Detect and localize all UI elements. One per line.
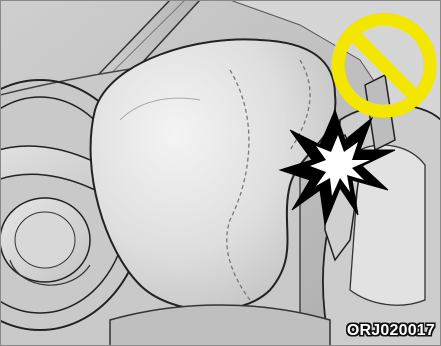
- figure-code-label: ORJ020017: [347, 322, 435, 340]
